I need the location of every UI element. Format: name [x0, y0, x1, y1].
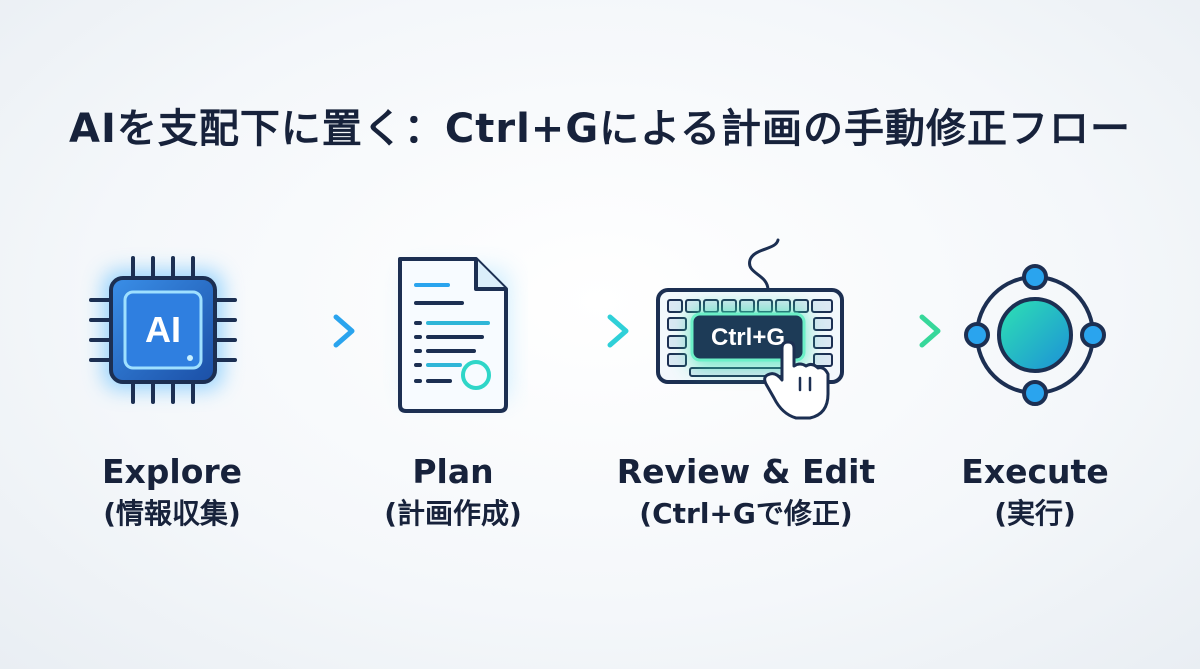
step-sub: (Ctrl+Gで修正) [639, 497, 853, 530]
step-explore-label: Explore (情報収集) [22, 452, 322, 534]
ai-chip-icon: AI [89, 256, 237, 404]
step-review-label: Review & Edit (Ctrl+Gで修正) [596, 452, 896, 534]
document-icon [398, 257, 508, 413]
chip-label: AI [145, 309, 181, 350]
step-name: Review & Edit [616, 452, 876, 491]
step-execute-label: Execute (実行) [885, 452, 1185, 534]
ctrl-g-key-label: Ctrl+G [711, 324, 785, 351]
step-name: Plan [412, 452, 494, 491]
step-name: Execute [961, 452, 1109, 491]
arrow-right-icon [273, 314, 355, 348]
step-sub: (情報収集) [103, 497, 241, 530]
step-sub: (計画作成) [384, 497, 522, 530]
arrow-right-icon [859, 314, 941, 348]
step-name: Explore [101, 452, 243, 491]
page-title: AIを支配下に置く：Ctrl+Gによる計画の手動修正フロー [69, 106, 1131, 152]
orbit-icon [964, 264, 1106, 406]
arrow-right-icon [547, 314, 629, 348]
step-sub: (実行) [994, 497, 1076, 530]
step-plan-label: Plan (計画作成) [303, 452, 603, 534]
keyboard-icon: Ctrl+G [656, 238, 844, 420]
